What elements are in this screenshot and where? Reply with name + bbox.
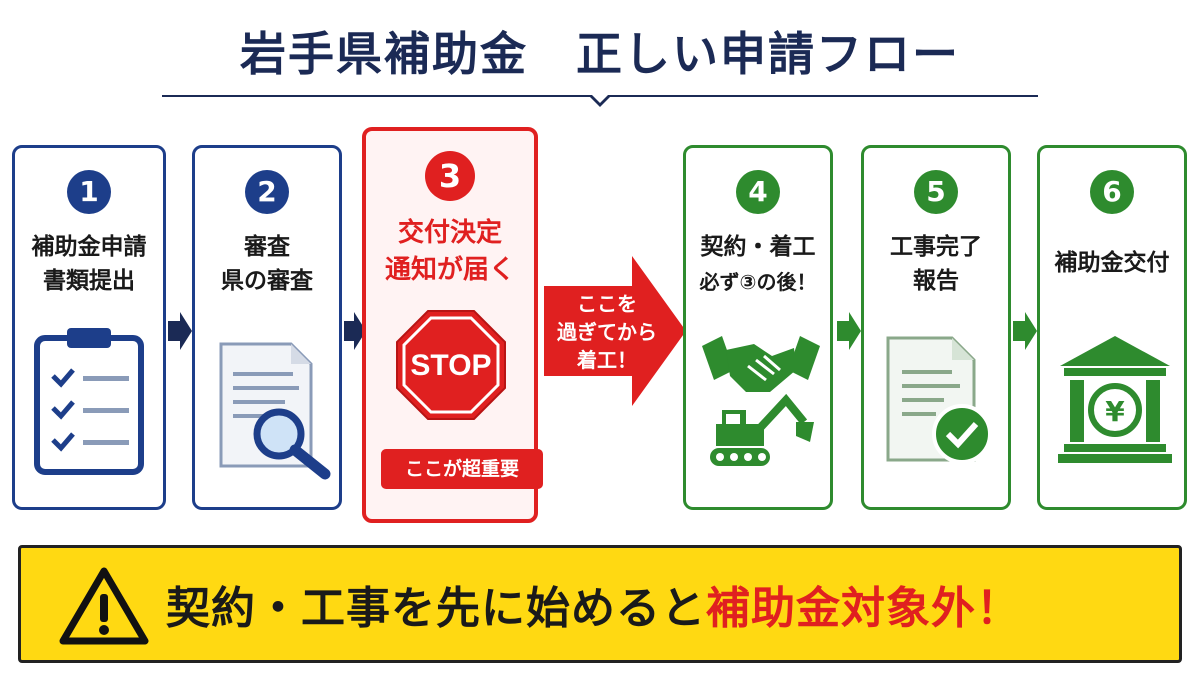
flow-arrow-icon — [344, 312, 366, 350]
bank-yen-icon: ¥ — [1058, 336, 1172, 463]
page-title: 岩手県補助金 正しい申請フロー — [240, 27, 960, 81]
step-label-line2: 通知が届く — [384, 255, 515, 285]
step-card-5: 5 工事完了 報告 — [861, 145, 1011, 510]
warning-prefix: 契約・工事を先に始めると — [166, 583, 706, 634]
step-number-badge: 2 — [245, 170, 289, 214]
document-magnifier-icon — [219, 342, 331, 480]
clipboard-checklist-icon — [34, 328, 144, 475]
title-divider-notch — [590, 95, 610, 107]
step-label-line1: 補助金申請 — [31, 234, 147, 260]
step-label-line1: 交付決定 — [397, 218, 502, 248]
step-label-line1: 契約・着工 — [700, 234, 816, 260]
step-number-badge: 1 — [67, 170, 111, 214]
callout-line3: 着工！ — [577, 348, 637, 372]
step-label-line2: 必ず③の後！ — [699, 270, 817, 294]
callout-line2: 過ぎてから — [557, 320, 657, 344]
stop-sign-icon: STOP — [396, 310, 506, 420]
warning-text: 契約・工事を先に始めると補助金対象外！ — [166, 572, 1021, 636]
callout-text: ここを 過ぎてから 着工！ — [548, 290, 666, 374]
step-card-6: 6 補助金交付 ¥ — [1037, 145, 1187, 510]
step-card-4: 4 契約・着工 必ず③の後！ — [683, 145, 833, 510]
yen-symbol: ¥ — [1105, 395, 1125, 428]
document-check-icon — [886, 336, 992, 464]
step-card-2: 2 審査 県の審査 — [192, 145, 342, 510]
warning-emphasis: 補助金対象外 — [706, 583, 976, 634]
important-badge: ここが超重要 — [381, 449, 543, 489]
step-label-line2: 書類提出 — [43, 268, 135, 294]
step-number-badge: 4 — [736, 170, 780, 214]
step-label-line1: 審査 — [244, 234, 290, 260]
step-label-line1: 補助金交付 — [1054, 250, 1170, 276]
step-card-1: 1 補助金申請 書類提出 — [12, 145, 166, 510]
callout-line1: ここを — [577, 292, 637, 316]
step-label-line2: 報告 — [913, 268, 959, 294]
flow-arrow-icon — [837, 312, 861, 350]
warning-banner: 契約・工事を先に始めると補助金対象外！ — [18, 545, 1182, 663]
step-number-badge: 5 — [914, 170, 958, 214]
warning-suffix: ！ — [976, 583, 1021, 634]
warning-triangle-icon — [59, 567, 149, 645]
step-label-line2: 県の審査 — [221, 268, 313, 294]
step-card-3: 3 交付決定 通知が届く STOP ここが超重要 — [362, 127, 543, 523]
flow-arrow-icon — [168, 312, 192, 350]
step-number-badge: 3 — [425, 151, 475, 201]
step-number-badge: 6 — [1090, 170, 1134, 214]
stop-sign-text: STOP — [410, 349, 491, 382]
step-label-line1: 工事完了 — [890, 234, 982, 260]
flow-arrow-icon — [1013, 312, 1037, 350]
handshake-excavator-icon — [702, 336, 820, 466]
callout-arrow-icon — [544, 256, 686, 406]
